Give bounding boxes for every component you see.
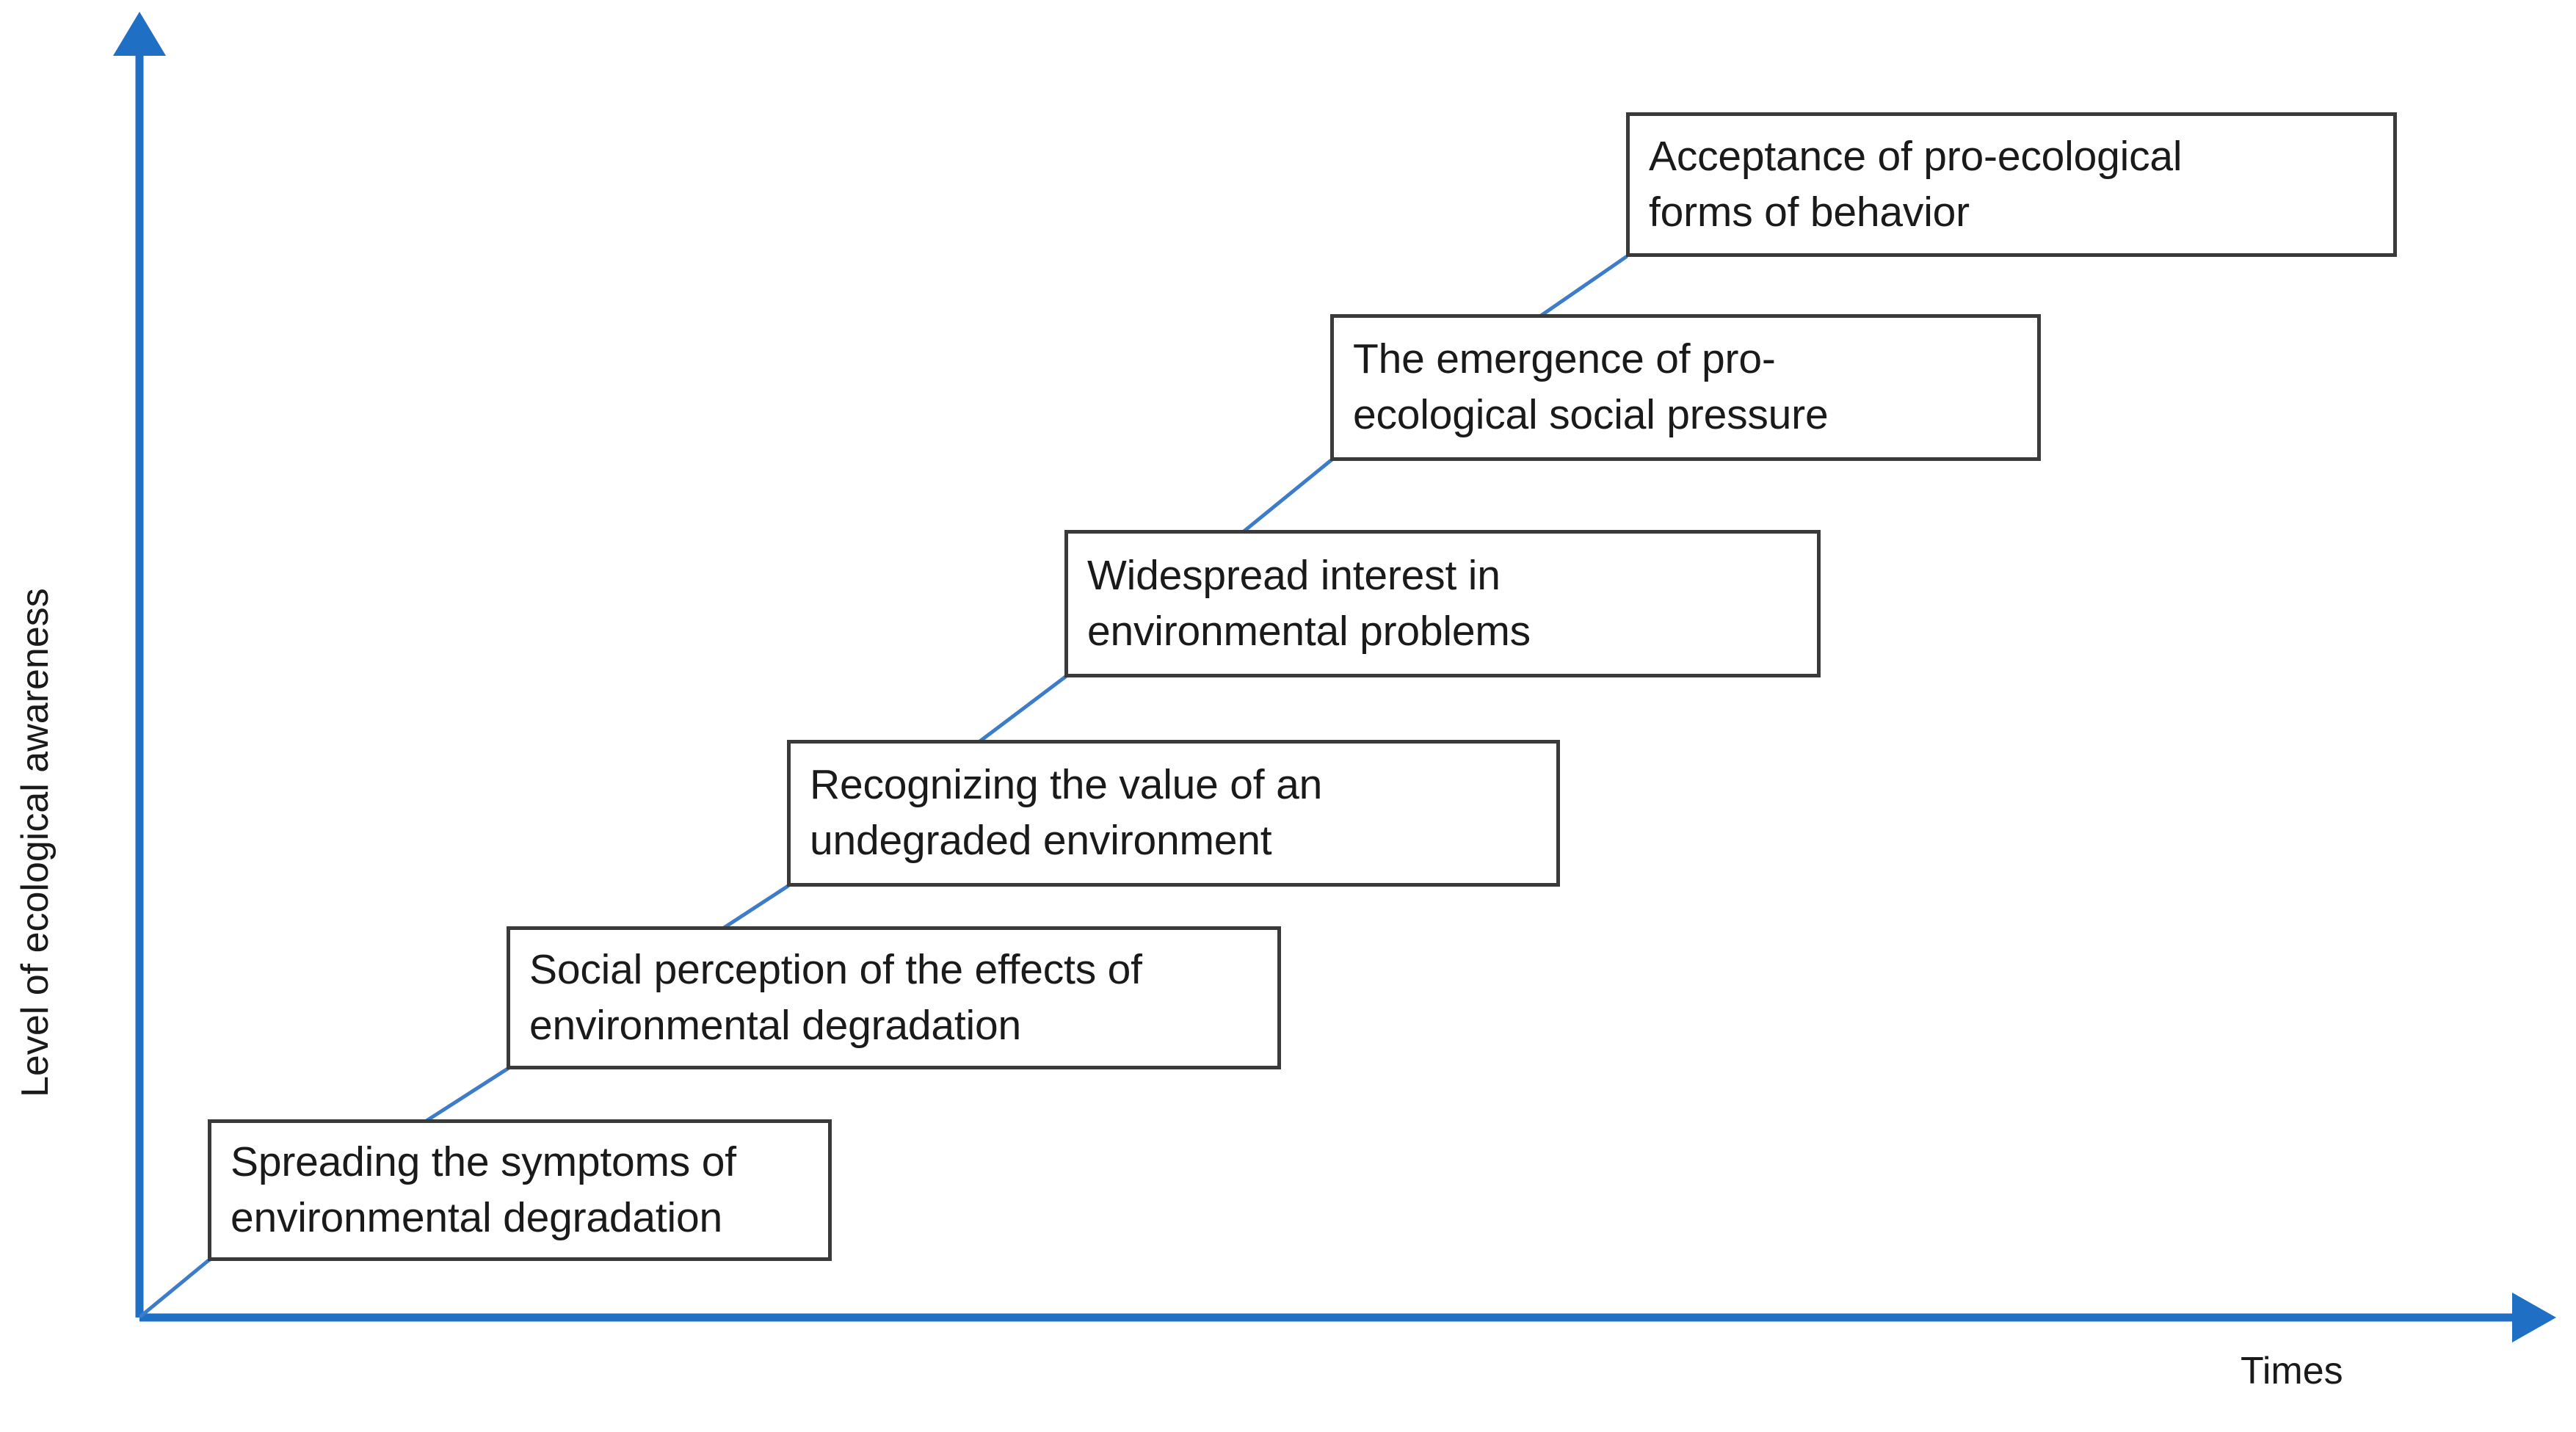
step-box-6[interactable]: Acceptance of pro-ecological forms of be… (1626, 112, 2397, 257)
step-box-1-line-2: environmental degradation (231, 1193, 722, 1241)
step-box-2[interactable]: Social perception of the effects of envi… (507, 926, 1281, 1069)
y-axis-label: Level of ecological awareness (14, 588, 57, 1097)
step-box-1-line-1: Spreading the symptoms of (231, 1138, 736, 1185)
step-box-4[interactable]: Widespread interest in environmental pro… (1064, 530, 1821, 677)
y-axis-arrow-icon (113, 12, 166, 56)
step-box-6-line-2: forms of behavior (1649, 188, 1970, 236)
step-box-2-line-1: Social perception of the effects of (529, 945, 1142, 993)
step-box-5-line-2: ecological social pressure (1353, 391, 1829, 438)
step-box-4-line-1: Widespread interest in (1087, 551, 1501, 599)
x-axis-arrow-icon (2512, 1293, 2556, 1342)
step-box-6-line-1: Acceptance of pro-ecological (1649, 132, 2183, 180)
step-box-5-line-1: The emergence of pro- (1353, 335, 1776, 383)
step-box-3-line-1: Recognizing the value of an (810, 761, 1323, 809)
step-box-5[interactable]: The emergence of pro- ecological social … (1330, 314, 2041, 461)
x-axis-label: Times (2241, 1350, 2343, 1392)
step-box-2-line-2: environmental degradation (529, 1001, 1021, 1049)
step-box-3-line-2: undegraded environment (810, 817, 1272, 864)
step-box-3[interactable]: Recognizing the value of an undegraded e… (787, 740, 1560, 887)
step-box-1[interactable]: Spreading the symptoms of environmental … (208, 1119, 832, 1261)
step-box-4-line-2: environmental problems (1087, 607, 1531, 655)
connector-origin-to-step-1 (139, 1259, 210, 1318)
